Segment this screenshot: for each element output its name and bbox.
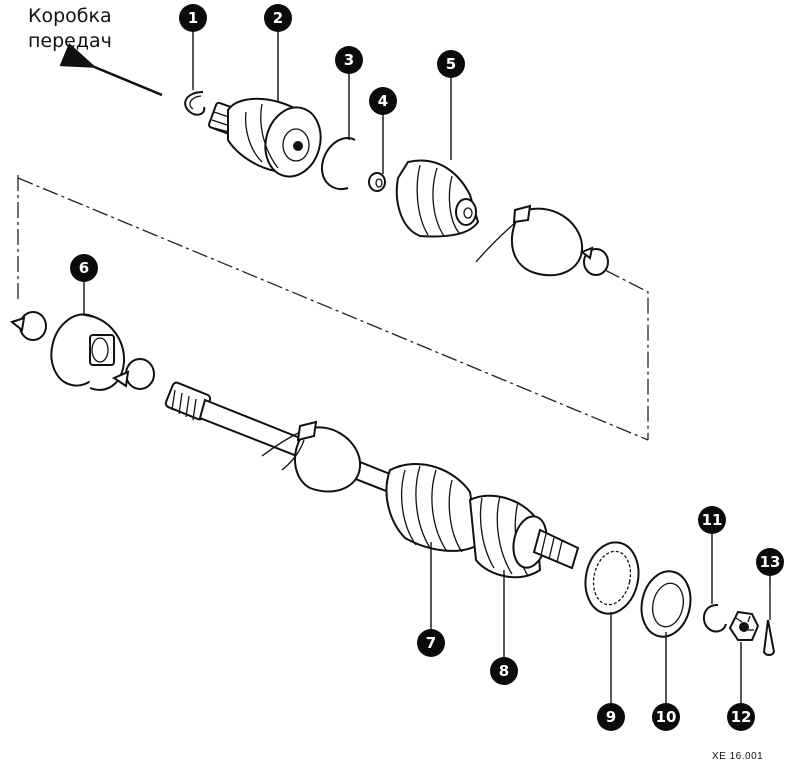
callouts: 1 2 3 4 5 6 7 8 9 10 11 12 13 [70, 4, 784, 731]
callout-12-number: 12 [731, 708, 752, 726]
callout-2: 2 [264, 4, 292, 32]
part-damper [50, 313, 126, 391]
assembly-guide-lines [17, 175, 649, 441]
callout-10: 10 [652, 703, 680, 731]
callout-12: 12 [727, 703, 755, 731]
callout-5: 5 [437, 50, 465, 78]
callout-7-number: 7 [426, 634, 436, 652]
part-circlip [184, 91, 206, 116]
part-inner-boot [395, 159, 480, 238]
callout-9-number: 9 [606, 708, 616, 726]
callout-4: 4 [369, 87, 397, 115]
part-cotter-pin [762, 588, 776, 656]
callout-11-number: 11 [702, 511, 723, 529]
callout-3-number: 3 [344, 51, 354, 69]
part-abs-ring [584, 541, 640, 615]
callout-7: 7 [417, 629, 445, 657]
callout-9: 9 [597, 703, 625, 731]
callout-3: 3 [335, 46, 363, 74]
part-c-washer [702, 603, 727, 633]
part-oil-seal [640, 570, 692, 638]
part-large-boot-clamp [475, 204, 584, 277]
callout-5-number: 5 [446, 55, 456, 73]
part-small-boot-clamp-left [9, 311, 47, 341]
part-damper-clamp [111, 358, 155, 390]
callout-6: 6 [70, 254, 98, 282]
part-small-ring [368, 172, 386, 192]
figure-code: XE 16.001 [712, 751, 764, 762]
callout-1: 1 [179, 4, 207, 32]
callout-1-number: 1 [188, 9, 198, 27]
part-castle-nut [728, 610, 760, 641]
callout-13-number: 13 [760, 553, 781, 571]
part-axle-shaft-assembly [164, 381, 580, 579]
part-snap-ring [320, 137, 356, 190]
callout-10-number: 10 [656, 708, 677, 726]
callout-13: 13 [756, 548, 784, 576]
callout-8: 8 [490, 657, 518, 685]
part-small-boot-clamp-upper [579, 246, 609, 276]
callout-11: 11 [698, 506, 726, 534]
direction-arrow [59, 42, 163, 97]
callout-4-number: 4 [378, 92, 388, 110]
caption-line-1: Коробка [28, 5, 112, 27]
callout-6-number: 6 [79, 259, 89, 277]
part-inner-cv-joint [208, 97, 322, 178]
callout-8-number: 8 [499, 662, 509, 680]
callout-2-number: 2 [273, 9, 283, 27]
